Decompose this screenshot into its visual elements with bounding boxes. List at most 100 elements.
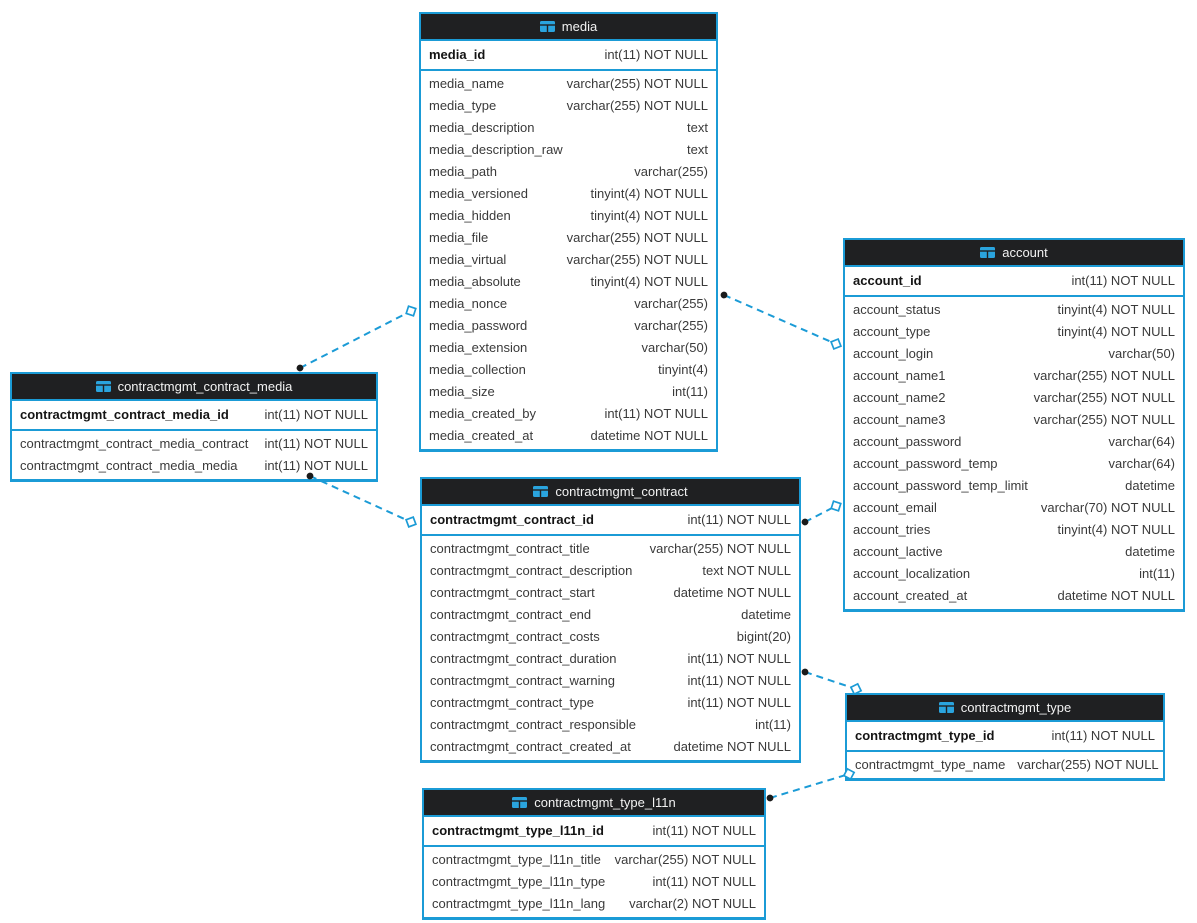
column-name: contractmgmt_type_l11n_lang — [432, 896, 606, 911]
column-type: int(11) NOT NULL — [1051, 728, 1155, 743]
column-name: account_created_at — [853, 588, 968, 603]
column-name: media_extension — [429, 340, 528, 355]
column-name: media_name — [429, 76, 505, 91]
column-name: media_nonce — [429, 296, 508, 311]
column-name: account_type — [853, 324, 931, 339]
column-name: media_description — [429, 120, 535, 135]
column-type: datetime NOT NULL — [1057, 588, 1175, 603]
table-row: account_type tinyint(4) NOT NULL — [845, 321, 1183, 343]
table-header[interactable]: account — [845, 240, 1183, 265]
column-type: varchar(64) — [1108, 434, 1175, 449]
table-icon — [95, 381, 111, 392]
column-type: tinyint(4) NOT NULL — [590, 208, 708, 223]
table-row: contractmgmt_contract_responsible int(11) — [422, 714, 799, 736]
column-type: tinyint(4) NOT NULL — [590, 186, 708, 201]
column-type: int(11) NOT NULL — [604, 47, 708, 62]
column-type: tinyint(4) NOT NULL — [1057, 302, 1175, 317]
table-row: media_file varchar(255) NOT NULL — [421, 227, 716, 249]
column-name: account_password_temp_limit — [853, 478, 1028, 493]
column-name: contractmgmt_contract_media_media — [20, 458, 238, 473]
table-row: media_description_raw text — [421, 139, 716, 161]
table-header[interactable]: contractmgmt_type_l11n — [424, 790, 764, 815]
column-name: account_password — [853, 434, 962, 449]
column-name: contractmgmt_contract_responsible — [430, 717, 636, 732]
column-name: media_hidden — [429, 208, 511, 223]
relation-contractmgmt_type_l11n-to-contractmgmt_type — [766, 767, 856, 802]
relation-contractmgmt_contract_media-to-media — [296, 305, 417, 372]
table-contractmgmt_contract[interactable]: contractmgmt_contract contractmgmt_contra… — [420, 477, 801, 763]
column-name: contractmgmt_type_id — [855, 728, 995, 743]
column-type: datetime — [1125, 544, 1175, 559]
column-name: media_virtual — [429, 252, 507, 267]
column-name: account_id — [853, 273, 922, 288]
primary-key-section: account_id int(11) NOT NULL — [845, 265, 1183, 297]
column-name: media_size — [429, 384, 495, 399]
primary-key-row: contractmgmt_type_id int(11) NOT NULL — [847, 724, 1163, 748]
table-header[interactable]: contractmgmt_type — [847, 695, 1163, 720]
column-name: account_login — [853, 346, 934, 361]
column-name: account_password_temp — [853, 456, 998, 471]
column-type: tinyint(4) NOT NULL — [590, 274, 708, 289]
column-type: varchar(255) NOT NULL — [566, 230, 708, 245]
column-type: int(11) NOT NULL — [687, 673, 791, 688]
table-title: contractmgmt_type — [960, 700, 1072, 715]
column-type: varchar(255) NOT NULL — [566, 98, 708, 113]
relation-media-to-account — [720, 291, 843, 351]
column-type: varchar(255) NOT NULL — [649, 541, 791, 556]
column-name: media_file — [429, 230, 489, 245]
table-header[interactable]: contractmgmt_contract — [422, 479, 799, 504]
table-header[interactable]: contractmgmt_contract_media — [12, 374, 376, 399]
column-type: int(11) NOT NULL — [687, 651, 791, 666]
column-type: text — [687, 142, 708, 157]
column-type: int(11) — [755, 717, 791, 732]
table-title: media — [561, 19, 598, 34]
column-type: varchar(2) NOT NULL — [629, 896, 756, 911]
column-name: contractmgmt_type_name — [855, 757, 1006, 772]
column-type: int(11) — [1139, 566, 1175, 581]
table-row: account_created_at datetime NOT NULL — [845, 585, 1183, 607]
column-type: varchar(255) NOT NULL — [1033, 368, 1175, 383]
table-contractmgmt_type[interactable]: contractmgmt_type contractmgmt_type_id int… — [845, 693, 1165, 781]
column-name: account_name2 — [853, 390, 946, 405]
column-type: varchar(255) NOT NULL — [1033, 390, 1175, 405]
table-icon — [512, 797, 528, 808]
relation-contractmgmt_contract-to-account — [801, 500, 842, 526]
column-name: contractmgmt_type_l11n_title — [432, 852, 601, 867]
column-type: int(11) NOT NULL — [1071, 273, 1175, 288]
column-type: int(11) NOT NULL — [264, 407, 368, 422]
table-icon — [539, 21, 555, 32]
column-name: media_description_raw — [429, 142, 563, 157]
column-type: tinyint(4) NOT NULL — [1057, 324, 1175, 339]
column-name: contractmgmt_contract_media_contract — [20, 436, 249, 451]
table-header[interactable]: media — [421, 14, 716, 39]
table-title: account — [1002, 245, 1048, 260]
